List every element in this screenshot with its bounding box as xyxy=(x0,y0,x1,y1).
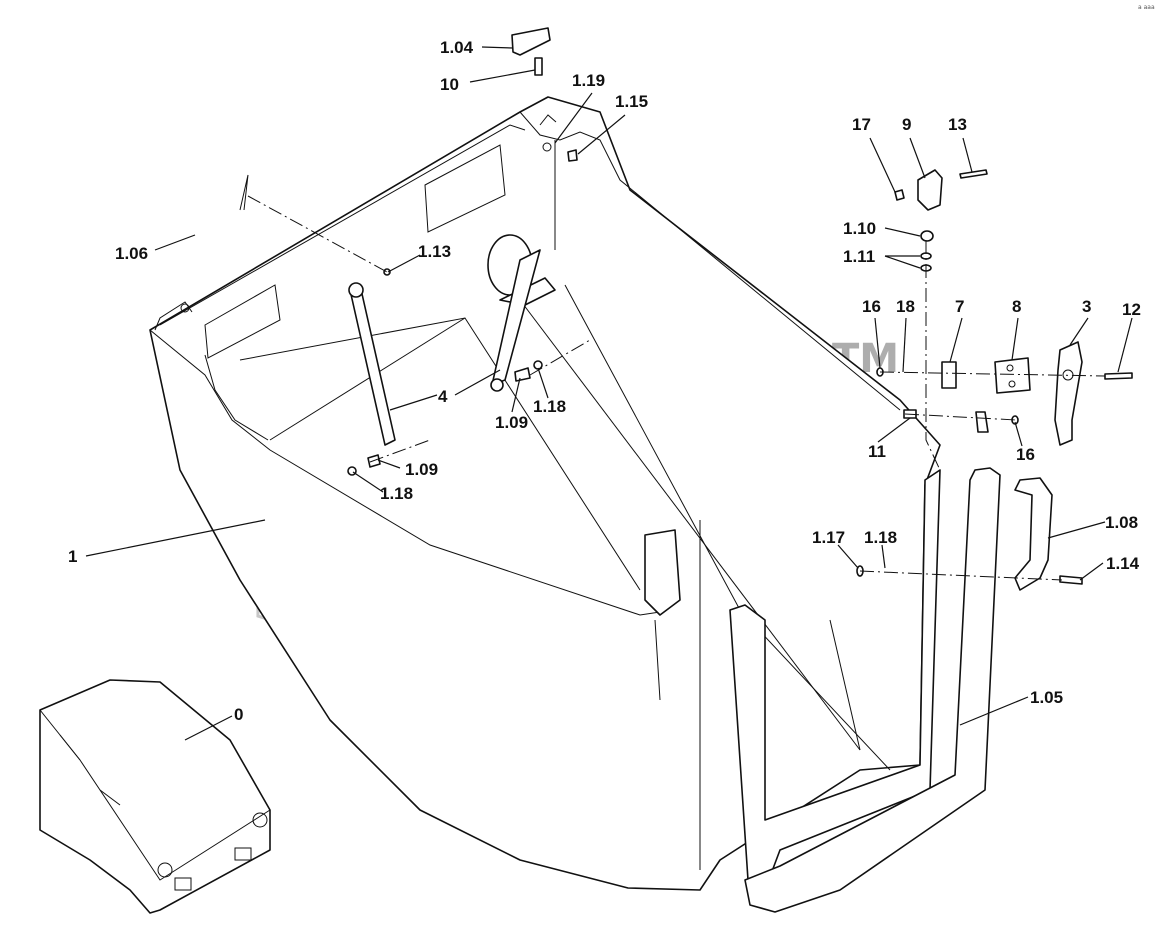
label-3: 3 xyxy=(1082,297,1091,316)
label-1-06: 1.06 xyxy=(115,244,148,263)
label-4: 4 xyxy=(438,387,448,406)
label-0: 0 xyxy=(234,705,243,724)
label-17: 17 xyxy=(852,115,871,134)
label-16-top: 16 xyxy=(862,297,881,316)
label-1: 1 xyxy=(68,547,77,566)
label-1-09-center: 1.09 xyxy=(495,413,528,432)
lower-bracket xyxy=(644,529,681,616)
label-1-11: 1.11 xyxy=(843,247,875,266)
label-11: 11 xyxy=(868,442,886,461)
label-18: 18 xyxy=(896,297,915,316)
plate-part-8 xyxy=(994,357,1031,394)
block-part-7 xyxy=(941,361,957,389)
cover-part-0 xyxy=(39,679,271,914)
label-1-05: 1.05 xyxy=(1030,688,1063,707)
label-1-10: 1.10 xyxy=(843,219,876,238)
corner-code: a aaa xyxy=(1138,4,1155,11)
label-1-19: 1.19 xyxy=(572,71,605,90)
label-1-04: 1.04 xyxy=(440,38,474,57)
label-1-09-left: 1.09 xyxy=(405,460,438,479)
label-1-14: 1.14 xyxy=(1106,554,1140,573)
clip-part-9 xyxy=(894,169,943,211)
label-16-bottom: 16 xyxy=(1016,445,1035,464)
part-labels: 1.04 10 1.19 1.15 17 9 13 1.06 1.13 1.10… xyxy=(68,38,1141,724)
label-12: 12 xyxy=(1122,300,1141,319)
label-1-18-left: 1.18 xyxy=(380,484,413,503)
leader-lines xyxy=(85,46,1133,741)
label-8: 8 xyxy=(1012,297,1021,316)
label-1-15: 1.15 xyxy=(615,92,648,111)
gas-strut-assembly xyxy=(348,234,556,446)
label-10: 10 xyxy=(440,75,459,94)
handle-part-1-08 xyxy=(1014,477,1053,591)
label-1-18-center: 1.18 xyxy=(533,397,566,416)
label-1-17: 1.17 xyxy=(812,528,845,547)
hopper-body xyxy=(149,96,941,891)
rail-frame xyxy=(729,467,1001,913)
label-1-13: 1.13 xyxy=(418,242,451,261)
label-7: 7 xyxy=(955,297,964,316)
label-13: 13 xyxy=(948,115,967,134)
label-9: 9 xyxy=(902,115,911,134)
label-1-18-right: 1.18 xyxy=(864,528,897,547)
label-1-08: 1.08 xyxy=(1105,513,1138,532)
latch-part-3 xyxy=(1054,341,1083,446)
assembly-lines xyxy=(247,195,1106,581)
